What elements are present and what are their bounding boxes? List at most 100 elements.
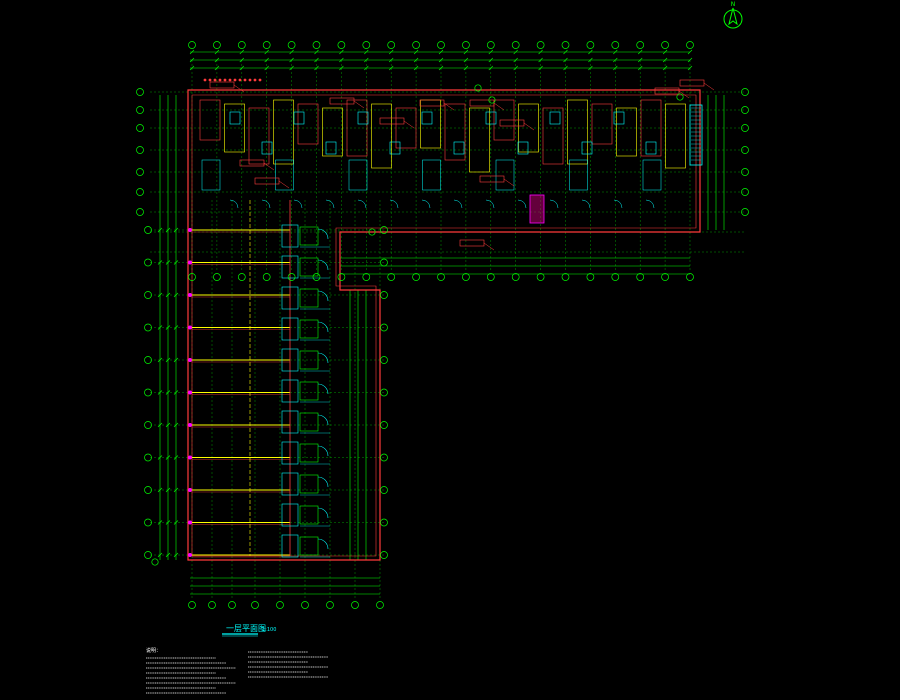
axis-bubble bbox=[380, 518, 388, 527]
section-mark bbox=[474, 84, 482, 92]
axis-bubble bbox=[412, 41, 420, 49]
dimension-tick bbox=[588, 57, 593, 63]
door-swing bbox=[549, 199, 559, 209]
axis-bubble bbox=[536, 273, 545, 281]
inner-wall bbox=[191, 94, 697, 557]
axis-bubble bbox=[287, 41, 296, 49]
axis-bubble bbox=[144, 291, 152, 299]
annotation-tag bbox=[499, 119, 525, 127]
dimension-tick bbox=[364, 49, 369, 55]
room-outline bbox=[542, 107, 564, 165]
room-outline bbox=[665, 103, 686, 169]
dimension-tick bbox=[173, 487, 179, 493]
fixture-block bbox=[281, 534, 299, 558]
annotation-tag bbox=[239, 159, 265, 167]
dimension-tick bbox=[687, 57, 693, 63]
axis-bubble bbox=[611, 273, 620, 281]
dimension-tick bbox=[165, 260, 171, 265]
axis-bubble bbox=[188, 273, 196, 281]
axis-bubble bbox=[380, 226, 388, 234]
column-mark bbox=[188, 325, 192, 330]
dimension-tick bbox=[173, 260, 179, 265]
axis-bubble bbox=[287, 273, 296, 281]
fixture-block bbox=[281, 472, 299, 496]
north-label: N bbox=[731, 1, 736, 8]
axis-bubble bbox=[511, 41, 520, 49]
dimension-tick bbox=[165, 325, 171, 330]
column-mark bbox=[188, 260, 192, 265]
dimension-tick bbox=[513, 49, 518, 55]
dimension-tick bbox=[563, 49, 568, 55]
axis-grid bbox=[150, 60, 745, 600]
fixtures bbox=[229, 111, 657, 558]
axis-bubble bbox=[362, 41, 371, 49]
axis-bubble bbox=[536, 41, 545, 49]
dimension-tick bbox=[463, 65, 469, 71]
axis-bubble bbox=[144, 486, 152, 494]
fixture-block bbox=[299, 257, 319, 277]
dimension-tick bbox=[264, 49, 269, 55]
room-outline bbox=[224, 103, 245, 153]
dimension-tick bbox=[637, 57, 643, 63]
dimension-tick bbox=[314, 57, 319, 63]
axis-bubble bbox=[380, 258, 388, 267]
room-partitions bbox=[188, 99, 703, 558]
annotation-dot bbox=[248, 78, 252, 82]
fixture-block bbox=[299, 319, 319, 339]
room-outline bbox=[469, 107, 490, 173]
axis-bubble bbox=[136, 208, 144, 216]
fixture-block bbox=[389, 141, 401, 155]
section-mark bbox=[676, 93, 684, 101]
annotation-dot bbox=[253, 78, 257, 82]
dimension-tick bbox=[438, 49, 444, 55]
notes-text-lines bbox=[146, 651, 328, 694]
dimension-tick bbox=[173, 357, 179, 363]
dimension-tick bbox=[289, 49, 294, 55]
fixture-block bbox=[281, 410, 299, 434]
dimension-tick bbox=[157, 520, 163, 525]
axis-bubble bbox=[380, 388, 388, 397]
axis-bubble bbox=[437, 273, 445, 281]
fixture-block bbox=[325, 141, 337, 155]
annotation-dot bbox=[258, 78, 262, 82]
notes-heading: 说明： bbox=[146, 647, 161, 654]
leader-line bbox=[503, 178, 515, 187]
door-swing bbox=[581, 199, 591, 209]
axis-bubble bbox=[380, 486, 388, 494]
fixture-block bbox=[299, 350, 319, 370]
axis-bubble bbox=[380, 291, 388, 299]
fixture-block bbox=[281, 441, 299, 465]
dimension-tick bbox=[173, 227, 179, 233]
fixture-block bbox=[549, 111, 561, 125]
room-outline bbox=[591, 103, 613, 145]
annotation-tag bbox=[379, 117, 405, 125]
axis-bubble bbox=[262, 273, 271, 281]
room-outline bbox=[567, 99, 588, 165]
dimension-tick bbox=[314, 49, 319, 55]
axis-bubble bbox=[486, 41, 495, 49]
dimension-tick bbox=[314, 65, 319, 71]
axis-bubble bbox=[228, 601, 236, 609]
room-outline bbox=[642, 159, 662, 191]
dimension-tick bbox=[157, 552, 163, 558]
axis-bubble bbox=[387, 41, 396, 49]
room-outline bbox=[518, 103, 539, 153]
dimension-tick bbox=[189, 65, 195, 71]
dimension-tick bbox=[438, 57, 444, 63]
door-swing bbox=[317, 290, 329, 302]
fixture-block bbox=[453, 141, 465, 155]
dimension-tick bbox=[289, 57, 294, 63]
dimension-tick bbox=[339, 65, 344, 71]
fixture-block bbox=[485, 111, 497, 125]
door-swing bbox=[317, 445, 329, 457]
fixture-block bbox=[613, 111, 625, 125]
axis-bubble bbox=[312, 41, 321, 49]
axis-bubble bbox=[661, 273, 669, 281]
door-swing bbox=[317, 414, 329, 426]
room-outline bbox=[199, 99, 221, 141]
dimension-tick bbox=[239, 49, 245, 55]
axis-bubble bbox=[586, 41, 595, 49]
axis-bubble bbox=[741, 208, 749, 216]
fixture-block bbox=[299, 226, 319, 246]
